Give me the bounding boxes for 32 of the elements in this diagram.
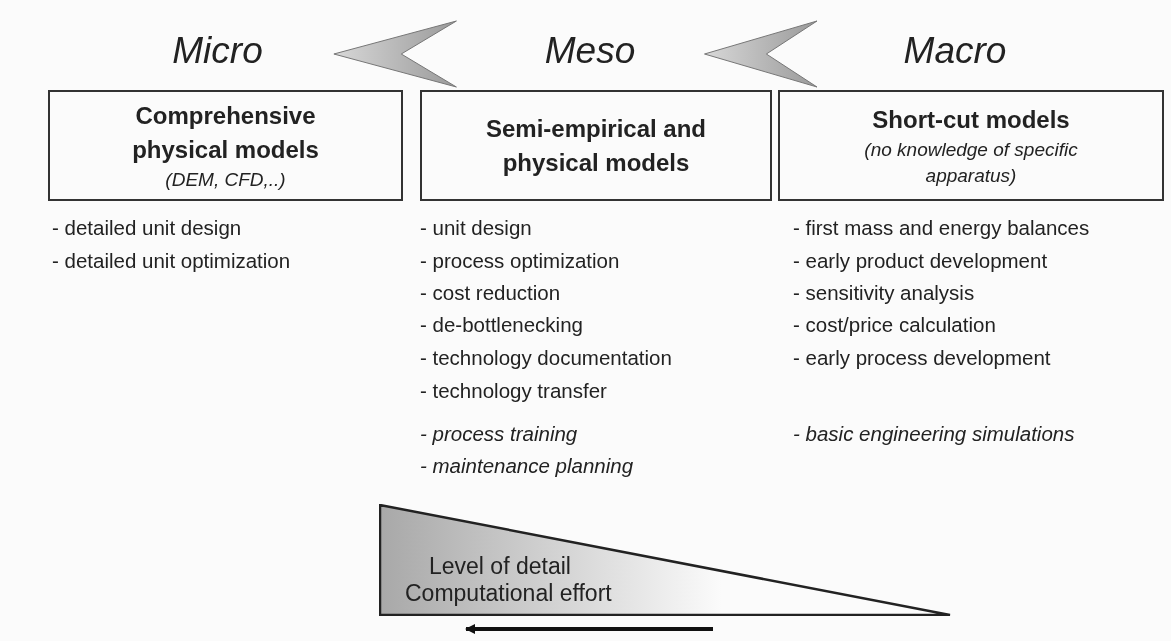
scale-label: Meso [525,30,655,78]
list-item: - technology documentation [420,346,672,370]
wedge-text: Computational effort [405,580,612,607]
list-item: - unit design [420,216,532,240]
detail-wedge [379,504,951,616]
box-heading: Semi-empirical and physical models [484,113,708,178]
list-item: - maintenance planning [420,454,634,478]
model-box [48,90,403,201]
list-item: - detailed unit design [52,216,242,240]
box-heading: Comprehensive physical models [131,100,320,165]
box-heading: Short-cut models [872,104,1070,135]
list-item: - early process development [793,346,1051,370]
list-item: - de-bottlenecking [420,313,583,337]
scale-label: Micro [155,30,280,78]
list-item: - cost/price calculation [793,313,996,337]
box-subtitle: (DEM, CFD,..) [165,167,286,192]
box-subtitle: (no knowledge of specific apparatus) [863,137,1079,188]
list-item: - sensitivity analysis [793,281,975,305]
wedge-text: Level of detail [429,553,571,580]
list-item: - basic engineering simulations [793,422,1075,446]
model-box [420,90,772,201]
list-item: - cost reduction [420,281,561,305]
list-item: - process optimization [420,249,620,273]
list-item: - technology transfer [420,379,607,403]
list-item: - early product development [793,249,1048,273]
model-box [778,90,1164,201]
chevron-arrow [333,20,457,88]
list-item: - detailed unit optimization [52,249,291,273]
scale-label: Macro [880,30,1030,78]
chevron-arrow [704,20,818,88]
list-item: - first mass and energy balances [793,216,1090,240]
list-item: - process training [420,422,578,446]
